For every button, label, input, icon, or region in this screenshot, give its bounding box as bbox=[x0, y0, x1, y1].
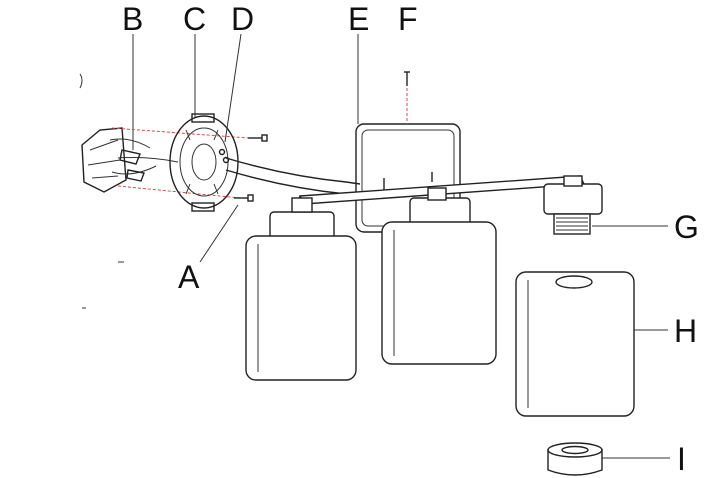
ring-nut-i bbox=[547, 442, 603, 476]
glass-shade-h bbox=[515, 271, 635, 417]
glass-shade-left bbox=[245, 235, 357, 381]
socket-cups bbox=[269, 175, 603, 241]
label-a: A bbox=[178, 259, 200, 295]
label-d: D bbox=[231, 1, 254, 37]
sketch-marks bbox=[79, 73, 124, 309]
label-b: B bbox=[122, 1, 143, 37]
label-g: G bbox=[674, 209, 699, 245]
label-h: H bbox=[674, 313, 697, 349]
label-c: C bbox=[183, 1, 206, 37]
mounting-screws bbox=[234, 134, 268, 202]
outlet-box bbox=[81, 127, 179, 193]
label-f: F bbox=[398, 1, 418, 37]
label-i: I bbox=[677, 441, 686, 477]
glass-shade-middle bbox=[381, 221, 497, 365]
label-e: E bbox=[348, 1, 369, 37]
leader-lines bbox=[132, 33, 670, 459]
socket-ring-g bbox=[553, 213, 591, 235]
